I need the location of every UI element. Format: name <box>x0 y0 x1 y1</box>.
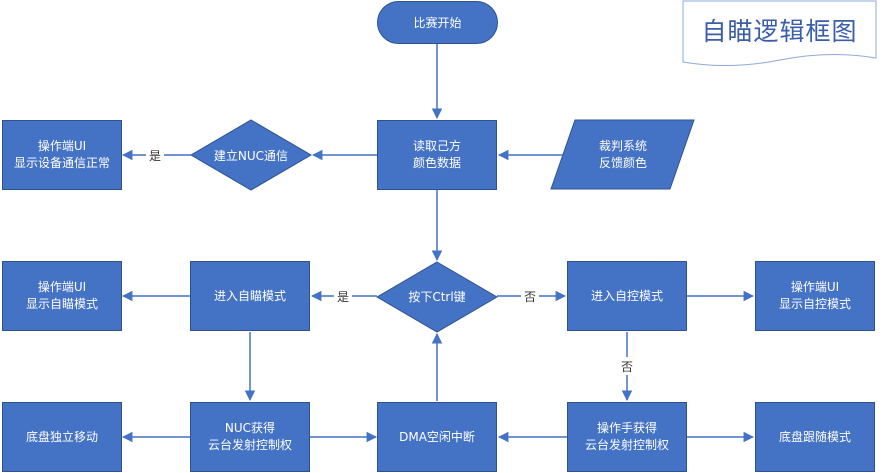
op-gain-node: 操作手获得 云台发射控制权 <box>567 402 687 472</box>
start-label: 比赛开始 <box>413 16 462 30</box>
start-node: 比赛开始 <box>377 1 498 44</box>
ctrl-key-diamond <box>376 261 498 333</box>
nuc-conn-diamond <box>190 119 312 191</box>
nuc-conn-label: 建立NUC通信 <box>214 148 288 163</box>
chassis-follow-label: 底盘跟随模式 <box>778 429 851 444</box>
enter-manual-label: 进入自控模式 <box>590 288 663 303</box>
referee-label-2: 反馈颜色 <box>599 155 647 170</box>
ui-manual-node: 操作端UI 显示自控模式 <box>755 261 875 331</box>
edge-label-no-op: 否 <box>621 360 633 374</box>
edge-label-no-manual: 否 <box>524 290 536 304</box>
ui-auto-line-2: 显示自瞄模式 <box>25 297 98 311</box>
ui-comm-line-2: 显示设备通信正常 <box>13 156 110 170</box>
op-gain-line-2: 云台发射控制权 <box>584 438 669 452</box>
dma-label: DMA空闲中断 <box>399 429 475 444</box>
dma-node: DMA空闲中断 <box>377 402 497 472</box>
nuc-gain-line-2: 云台发射控制权 <box>207 438 292 452</box>
nuc-gain-line-1: NUC获得 <box>224 421 276 435</box>
enter-manual-node: 进入自控模式 <box>567 261 687 331</box>
ui-auto-node: 操作端UI 显示自瞄模式 <box>2 261 122 331</box>
read-color-node: 读取己方 颜色数据 <box>377 120 497 190</box>
chassis-follow-node: 底盘跟随模式 <box>755 402 875 472</box>
chassis-indep-label: 底盘独立移动 <box>25 429 98 444</box>
read-color-line-1: 读取己方 <box>412 139 461 153</box>
referee-label-1: 裁判系统 <box>599 139 647 153</box>
enter-auto-label: 进入自瞄模式 <box>213 288 286 303</box>
referee-parallelogram <box>550 119 695 190</box>
op-gain-line-1: 操作手获得 <box>596 421 657 435</box>
nuc-gain-node: NUC获得 云台发射控制权 <box>190 402 310 472</box>
ui-manual-line-1: 操作端UI <box>790 280 840 294</box>
title-document-shape <box>682 0 877 67</box>
ctrl-key-label: 按下Ctrl键 <box>408 290 465 304</box>
diagram-title: 自瞄逻辑框图 <box>701 17 858 46</box>
ui-comm-line-1: 操作端UI <box>37 139 87 153</box>
edge-label-yes-auto: 是 <box>337 290 349 304</box>
read-color-line-2: 颜色数据 <box>412 156 461 170</box>
chassis-indep-node: 底盘独立移动 <box>2 402 122 472</box>
enter-auto-node: 进入自瞄模式 <box>190 261 310 331</box>
ui-auto-line-1: 操作端UI <box>37 280 87 294</box>
edge-label-yes-nuc: 是 <box>149 149 161 163</box>
ui-comm-node: 操作端UI 显示设备通信正常 <box>2 120 122 190</box>
ui-manual-line-2: 显示自控模式 <box>778 297 851 311</box>
